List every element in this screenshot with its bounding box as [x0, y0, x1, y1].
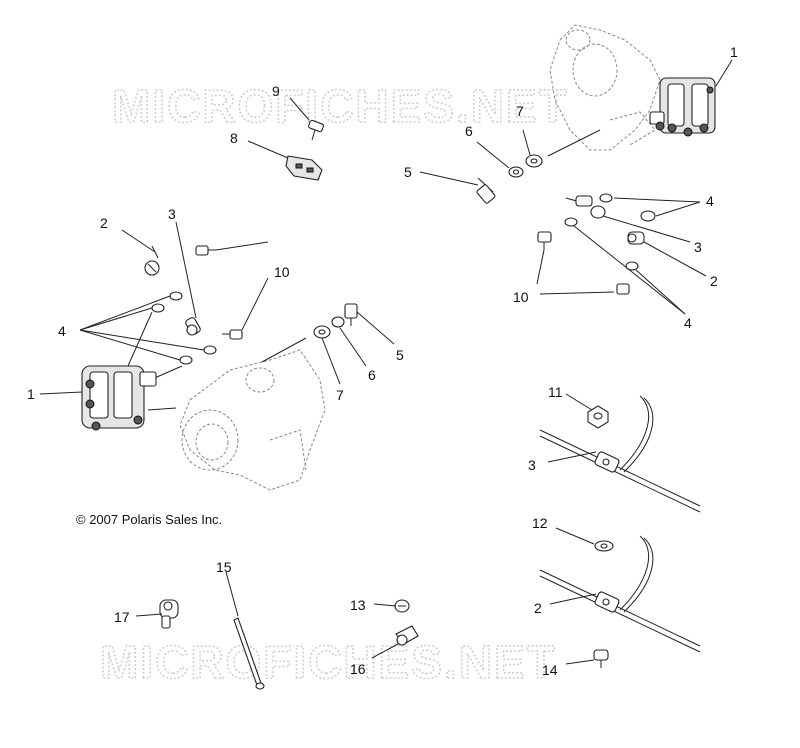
clip-16: [395, 625, 419, 646]
nut-11: [587, 405, 609, 429]
callout-11: 11: [548, 384, 563, 400]
bolt-14: [593, 649, 609, 668]
knuckle-lower-left: [179, 349, 326, 491]
callout-3-left: 3: [168, 206, 176, 222]
callout-2-right: 2: [710, 273, 718, 289]
washer-7-middle: [313, 325, 331, 339]
callout-4-left: 4: [58, 323, 66, 339]
callout-5-right: 5: [404, 164, 412, 180]
callout-2-left: 2: [100, 215, 108, 231]
brake-line-fitting-right: [565, 195, 606, 219]
washer-4-right-c: [564, 217, 578, 227]
brake-line-end-left: [144, 245, 160, 276]
callout-9: 9: [272, 83, 280, 99]
bolt-10-right-b: [616, 283, 630, 295]
screw-13: [394, 599, 410, 613]
callout-13: 13: [350, 597, 366, 613]
watermark-bottom: MICROFICHES.NET: [100, 636, 557, 688]
callout-6-middle: 6: [368, 367, 376, 383]
callout-7-middle: 7: [336, 387, 344, 403]
brake-pad-clip-8: [285, 155, 323, 181]
washer-12: [594, 540, 614, 552]
bolt-10-right-a: [537, 231, 552, 250]
callout-12: 12: [532, 515, 548, 531]
bolt-10-left-b: [222, 329, 243, 340]
callout-10-left: 10: [274, 264, 290, 280]
brake-line-fitting-left: [185, 317, 201, 336]
callout-16: 16: [350, 661, 366, 677]
callout-10-right: 10: [513, 289, 529, 305]
callout-3-clamp: 3: [528, 457, 536, 473]
brake-line-clamp-3: [539, 395, 701, 513]
washer-6-right: [508, 166, 524, 178]
callout-caliper-right: 1: [730, 44, 738, 60]
washer-4-right-b: [640, 210, 656, 222]
callout-4-right-bottom: 4: [684, 315, 692, 331]
callout-7-right: 7: [516, 103, 524, 119]
watermark-top: MICROFICHES.NET: [112, 80, 569, 132]
brake-line-clamp-2: [539, 535, 701, 653]
washer-4-right-a: [599, 193, 613, 203]
washer-4-right-d: [625, 261, 639, 271]
cable-tie-15: [233, 617, 265, 690]
knuckle-upper-right: [549, 24, 661, 151]
bolt-5-middle: [344, 303, 358, 326]
washer-7-right: [525, 154, 543, 168]
copyright-text: © 2007 Polaris Sales Inc.: [76, 512, 222, 527]
callout-14: 14: [542, 662, 558, 678]
callout-8: 8: [230, 130, 238, 146]
callout-15: 15: [216, 559, 232, 575]
bolt-9: [308, 119, 324, 141]
brake-caliper-left: [81, 365, 157, 431]
bolt-10-left-a: [195, 245, 216, 256]
callout-5-middle: 5: [396, 347, 404, 363]
hose-clamp-right: [627, 231, 645, 245]
brake-caliper-right: [649, 77, 716, 137]
callout-17: 17: [114, 609, 130, 625]
callout-6-right: 6: [465, 123, 473, 139]
callout-4-right-top: 4: [706, 193, 714, 209]
washer-6-middle: [331, 316, 345, 328]
washers-4-left: [151, 291, 217, 365]
fitting-17: [159, 599, 179, 629]
callout-caliper-left: 1: [27, 386, 35, 402]
callout-3-right: 3: [694, 239, 702, 255]
bolt-5-right: [476, 177, 496, 204]
callout-2-clamp: 2: [534, 600, 542, 616]
